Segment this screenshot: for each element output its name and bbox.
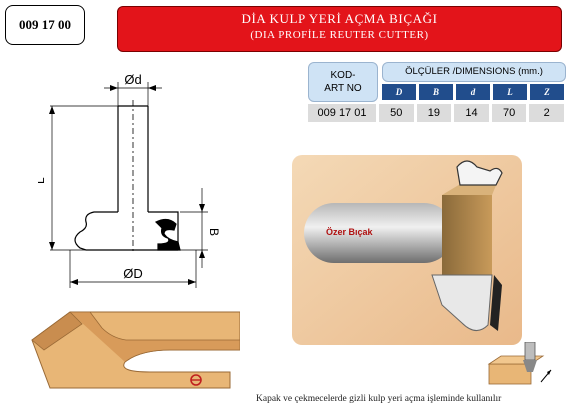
usage-icon	[487, 342, 552, 385]
value-z: 2	[529, 104, 564, 122]
value-l: 70	[491, 104, 527, 122]
usage-caption: Kapak ve çekmecelerde gizli kulp yeri aç…	[256, 394, 502, 404]
technical-drawing: Ød L B ØD	[38, 72, 221, 288]
brand-text: Özer Bıçak	[326, 227, 374, 237]
dimensions-header: ÖLÇÜLER /DIMENSIONS (mm.)	[382, 62, 566, 82]
dimension-letters-row: D B d L Z	[382, 84, 564, 100]
row-code: 009 17 01	[308, 104, 376, 122]
column-d-lower: d	[456, 84, 490, 100]
label-diameter: ØD	[123, 266, 143, 281]
code-header-line2: ART NO	[324, 83, 362, 94]
column-l: L	[493, 84, 527, 100]
column-z: Z	[530, 84, 564, 100]
label-length: L	[38, 177, 47, 184]
product-title: DİA KULP YERİ AÇMA BIÇAĞI	[241, 11, 438, 26]
value-d-lower: 14	[454, 104, 489, 122]
column-d-upper: D	[382, 84, 416, 100]
cutter-product-image: Özer Bıçak	[292, 155, 522, 345]
product-subtitle: (DIA PROFİLE REUTER CUTTER)	[250, 29, 429, 41]
value-d-upper: 50	[379, 104, 414, 122]
title-banner: DİA KULP YERİ AÇMA BIÇAĞI (DIA PROFİLE R…	[117, 6, 562, 52]
code-column-header: KOD- ART NO	[308, 62, 378, 102]
product-code-box: 009 17 00	[5, 5, 85, 45]
value-b: 19	[416, 104, 452, 122]
table-row: 009 17 01 50 19 14 70 2	[308, 104, 564, 122]
label-shank-diameter: Ød	[124, 72, 141, 87]
code-header-line1: KOD-	[330, 70, 356, 81]
label-cut-height: B	[207, 228, 221, 236]
product-code: 009 17 00	[19, 17, 71, 32]
column-b: B	[419, 84, 453, 100]
wood-board-image	[31, 311, 240, 389]
dimensions-table: KOD- ART NO ÖLÇÜLER /DIMENSIONS (mm.) D …	[308, 62, 566, 122]
